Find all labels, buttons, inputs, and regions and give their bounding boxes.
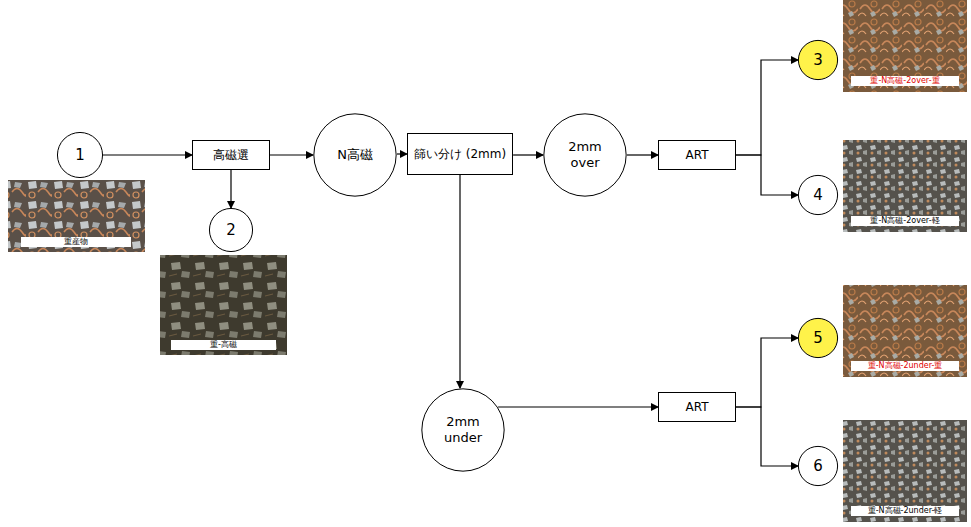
process-box: ART [658,392,736,422]
photo-caption: 重-高磁 [171,340,276,350]
circle-label: 2mm under [433,414,493,445]
flow-arrow [498,406,658,407]
process-box: ART [658,140,736,170]
flow-arrow [736,338,798,407]
circle-label: 2mm over [555,139,615,170]
node-text-group: 5 [813,329,823,347]
circle-label: 5 [813,329,823,347]
circle-outline [57,132,102,177]
node-text-group: 3 [813,51,823,69]
circle-outline [209,208,252,251]
circle-outline [798,175,837,214]
box-label: 高磁選 [213,148,249,162]
flow-arrow [397,153,407,154]
circle-outline [544,114,626,196]
node-text-group: 6 [813,457,823,475]
material-circle: 2mm over [543,113,627,197]
box-label: 篩い分け (2mm) [414,147,506,161]
callout-circle: 3 [798,40,838,80]
flow-arrow [230,170,231,208]
node-text-group: ART [685,400,708,414]
photo-caption: 重産物 [21,237,131,247]
callout-circle: 1 [57,132,103,178]
flow-arrow [103,154,192,155]
circle-outline [422,389,504,471]
circle-label: N高磁 [337,147,373,163]
callout-circle: 2 [209,208,253,252]
process-box: 篩い分け (2mm) [407,133,513,175]
flow-arrow [627,154,658,155]
flow-arrow [513,154,543,155]
node-text-group: N高磁 [337,147,373,163]
photo-caption: 重-N高磁-2under-軽 [851,506,959,516]
node-text-group: ART [685,148,708,162]
box-label: ART [685,400,708,414]
node-text-group: 高磁選 [213,148,249,162]
material-circle: N高磁 [313,113,397,197]
flow-arrow [736,155,798,195]
photo-caption: 重-N高磁-2over-軽 [851,216,959,226]
circle-outline [798,318,837,357]
node-text-group: 4 [813,186,823,204]
flow-arrow [736,407,798,466]
box-label: ART [685,148,708,162]
circle-label: 4 [813,186,823,204]
process-box: 高磁選 [192,140,270,170]
flow-arrow [736,60,798,155]
node-text-group: 2 [226,221,236,239]
circle-outline [798,446,837,485]
flow-arrow [459,175,460,388]
node-text-group: 篩い分け (2mm) [414,147,506,161]
callout-circle: 6 [798,446,838,486]
circle-label: 3 [813,51,823,69]
callout-circle: 5 [798,318,838,358]
circle-label: 6 [813,457,823,475]
photo-caption: 重-N高磁-2over-重 [851,76,959,86]
circle-label: 2 [226,221,236,239]
material-circle: 2mm under [421,388,505,472]
node-text-group: 2mm under [433,414,493,445]
circle-outline [798,40,837,79]
node-text-group: 2mm over [555,139,615,170]
node-text-group: 1 [75,146,85,164]
photo-caption: 重-N高磁-2under-重 [851,361,959,371]
circle-label: 1 [75,146,85,164]
callout-circle: 4 [798,175,838,215]
circle-outline [314,114,396,196]
flow-arrow [270,154,313,155]
